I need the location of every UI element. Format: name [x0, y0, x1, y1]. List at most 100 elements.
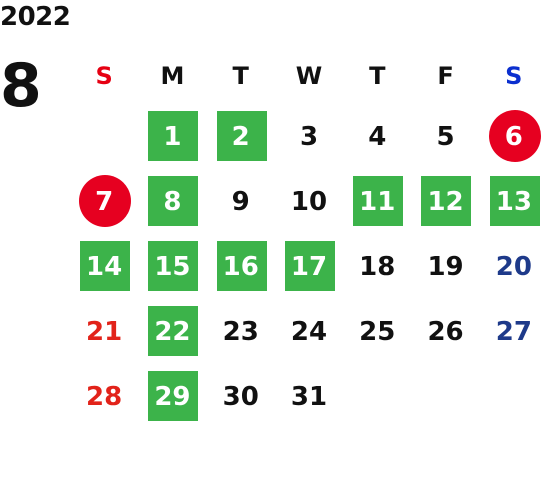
- day-number: 16: [222, 251, 259, 282]
- calendar-day-cell: 3: [275, 104, 343, 169]
- weekday-cell: S: [480, 56, 548, 104]
- day-number: 6: [504, 121, 523, 152]
- weekday-cell: S: [70, 56, 138, 104]
- calendar-day-cell: 15: [138, 234, 206, 299]
- marked-day-box: [80, 241, 130, 291]
- day-number: 25: [359, 316, 396, 347]
- calendar-day-cell: 28: [70, 364, 138, 429]
- day-number: 19: [427, 251, 464, 282]
- holiday-circle: [488, 110, 541, 162]
- calendar-day-cell: 8: [138, 169, 206, 234]
- calendar-day-cell: 24: [275, 299, 343, 364]
- calendar-day-cell: 14: [70, 234, 138, 299]
- calendar-day-cell: 21: [70, 299, 138, 364]
- calendar-day-cell: 2: [207, 104, 275, 169]
- marked-day-box: [148, 371, 199, 421]
- calendar-day-cell: 12: [411, 169, 479, 234]
- day-number: 27: [495, 316, 532, 347]
- calendar-day-cell: 23: [207, 299, 275, 364]
- calendar-day-cell: 9: [207, 169, 275, 234]
- calendar-day-cell: 27: [480, 299, 548, 364]
- day-number: 10: [290, 186, 328, 217]
- day-number: 9: [231, 186, 250, 217]
- holiday-circle: [79, 175, 131, 227]
- calendar-day-cell: 10: [275, 169, 343, 234]
- calendar-day-cell: 31: [275, 364, 343, 429]
- calendar-day-cell: 25: [343, 299, 411, 364]
- day-number: 31: [290, 381, 328, 412]
- weekday-cell: T: [207, 56, 275, 104]
- calendar-day-cell: 19: [411, 234, 479, 299]
- calendar-day-cell: 29: [138, 364, 206, 429]
- day-number: 13: [495, 186, 532, 217]
- calendar-empty-cell: [343, 364, 411, 429]
- weekday-sunday: S: [95, 62, 113, 90]
- marked-day-box: [489, 176, 540, 226]
- marked-day-box: [148, 241, 199, 291]
- weekday-cell: F: [411, 56, 479, 104]
- weekday-saturday: S: [505, 62, 523, 90]
- day-number: 2: [231, 121, 250, 152]
- calendar-year: 2022: [0, 2, 71, 32]
- day-number: 17: [290, 251, 328, 282]
- day-number: 4: [368, 121, 387, 152]
- calendar-day-cell: 30: [207, 364, 275, 429]
- calendar-day-cell: 20: [480, 234, 548, 299]
- day-number: 22: [154, 316, 191, 347]
- marked-day-box: [353, 176, 404, 226]
- day-number: 30: [222, 381, 259, 412]
- day-number: 29: [154, 381, 191, 412]
- marked-day-box: [216, 111, 267, 161]
- day-number: 11: [359, 186, 396, 217]
- marked-day-box: [148, 111, 199, 161]
- day-number: 18: [359, 251, 396, 282]
- weekday-wednesday: W: [295, 62, 323, 90]
- day-number: 26: [427, 316, 464, 347]
- calendar-week-row: 28 29 30 31: [70, 364, 548, 429]
- calendar-week-row: 21 22 23 24 25 26 27: [70, 299, 548, 364]
- weekday-cell: M: [138, 56, 206, 104]
- day-number: 7: [95, 186, 114, 217]
- calendar-day-cell: 7: [70, 169, 138, 234]
- weekday-friday: F: [437, 62, 454, 90]
- marked-day-box: [284, 241, 335, 291]
- day-number: 15: [154, 251, 191, 282]
- marked-day-box: [148, 176, 199, 226]
- calendar-day-cell: 17: [275, 234, 343, 299]
- calendar-week-row: 7 8 9 10 11 12 13: [70, 169, 548, 234]
- calendar-empty-cell: [70, 104, 138, 169]
- calendar-day-cell: 4: [343, 104, 411, 169]
- calendar-week-row: 14 15 16 17 18 19 20: [70, 234, 548, 299]
- weekday-cell: W: [275, 56, 343, 104]
- calendar-day-cell: 6: [480, 104, 548, 169]
- day-number: 28: [86, 381, 123, 412]
- day-number: 8: [163, 186, 182, 217]
- marked-day-box: [216, 241, 267, 291]
- calendar-day-cell: 22: [138, 299, 206, 364]
- calendar-day-cell: 16: [207, 234, 275, 299]
- weekday-cell: T: [343, 56, 411, 104]
- day-number: 3: [299, 121, 319, 152]
- calendar-empty-cell: [480, 364, 548, 429]
- weekday-header-row: S M T W T F S: [70, 56, 548, 104]
- calendar-day-cell: 18: [343, 234, 411, 299]
- day-number: 12: [427, 186, 464, 217]
- marked-day-box: [148, 306, 199, 356]
- calendar-empty-cell: [411, 364, 479, 429]
- marked-day-box: [421, 176, 472, 226]
- weekday-tuesday: T: [232, 62, 249, 90]
- calendar-day-cell: 26: [411, 299, 479, 364]
- day-number: 14: [86, 251, 123, 282]
- calendar-day-cell: 13: [480, 169, 548, 234]
- day-number: 23: [222, 316, 259, 347]
- day-number: 21: [86, 316, 123, 347]
- weekday-thursday: T: [369, 62, 386, 90]
- calendar-day-cell: 5: [411, 104, 479, 169]
- day-number: 24: [290, 316, 328, 347]
- day-number: 20: [495, 251, 532, 282]
- weekday-monday: M: [160, 62, 185, 90]
- calendar-day-cell: 1: [138, 104, 206, 169]
